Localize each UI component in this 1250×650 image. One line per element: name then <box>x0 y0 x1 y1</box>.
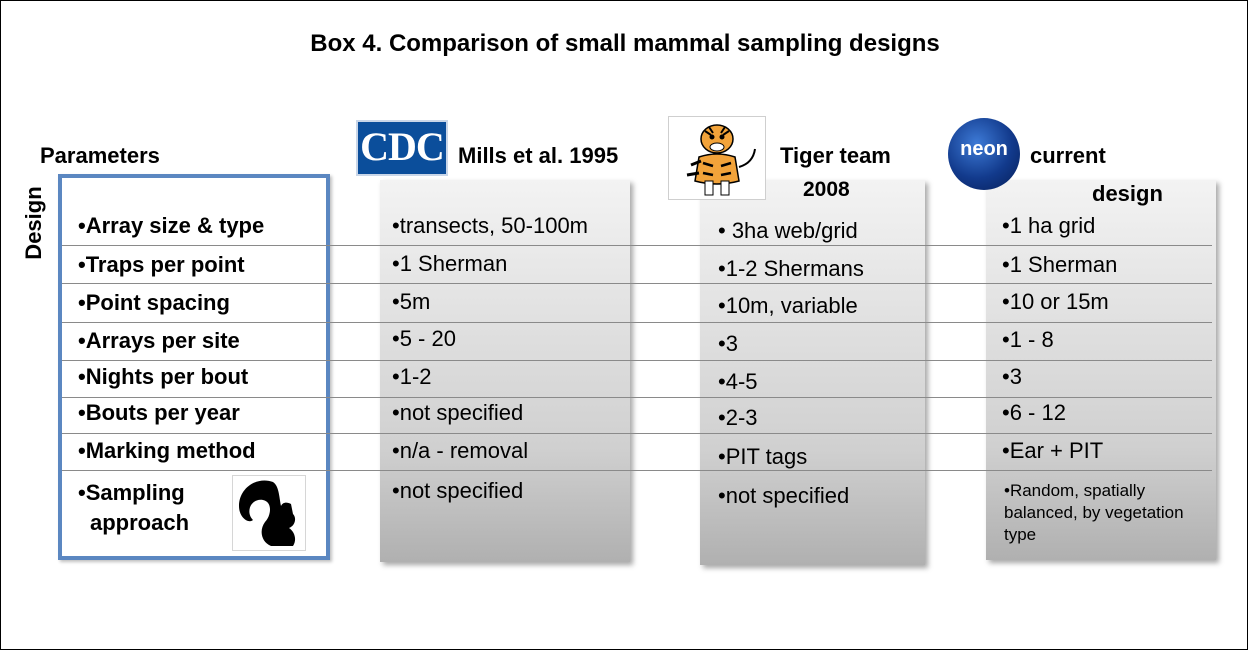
param-approach: approach <box>90 510 190 535</box>
tiger-marking-method: •PIT tags <box>718 444 808 469</box>
param-nights-per-bout: •Nights per bout <box>78 364 249 389</box>
design-label-text: Design <box>21 186 46 260</box>
mills-bouts-per-year: •not specified <box>392 400 524 425</box>
mills-array-size: •transects, 50-100m <box>392 213 589 238</box>
neon-logo-icon: neon <box>948 118 1020 190</box>
tiger-cartoon-drawing <box>686 124 756 196</box>
row-divider <box>62 433 1212 434</box>
mills-point-spacing: •5m <box>392 289 431 314</box>
tiger-point-spacing: •10m, variable <box>718 293 858 318</box>
neon-logo-text: neon <box>960 138 1008 160</box>
cdc-logo-text: CDC <box>360 124 445 169</box>
tiger-team-header-line1: Tiger team <box>780 143 891 168</box>
squirrel-drawing <box>239 480 296 546</box>
row-divider <box>62 283 1212 284</box>
neon-point-spacing: •10 or 15m <box>1002 289 1109 314</box>
mills-nights-per-bout: •1-2 <box>392 364 432 389</box>
tiger-traps-per-point: •1-2 Shermans <box>718 256 864 281</box>
neon-marking-method: •Ear + PIT <box>1002 438 1104 463</box>
tiger-cartoon-icon <box>668 116 766 200</box>
tiger-arrays-per-site: •3 <box>718 331 738 356</box>
neon-array-size: •1 ha grid <box>1002 213 1096 238</box>
cdc-logo-icon: CDC <box>356 120 448 176</box>
mills-header: Mills et al. 1995 <box>458 143 619 168</box>
neon-nights-per-bout: •3 <box>1002 364 1022 389</box>
param-sampling: •Sampling <box>78 480 185 505</box>
row-divider <box>62 360 1212 361</box>
tiger-team-header-line2: 2008 <box>803 178 850 201</box>
tiger-bouts-per-year: •2-3 <box>718 405 758 430</box>
parameters-heading: Parameters <box>40 143 160 168</box>
mills-arrays-per-site: •5 - 20 <box>392 326 456 351</box>
row-divider <box>62 470 1212 471</box>
tiger-sampling-approach: •not specified <box>718 483 850 508</box>
row-divider <box>62 245 1212 246</box>
mills-sampling-approach: •not specified <box>392 478 524 503</box>
tiger-nights-per-bout: •4-5 <box>718 369 758 394</box>
param-bouts-per-year: •Bouts per year <box>78 400 240 425</box>
neon-arrays-per-site: •1 - 8 <box>1002 327 1054 352</box>
box-title: Box 4. Comparison of small mammal sampli… <box>310 30 940 57</box>
neon-header-line1: current <box>1030 143 1106 168</box>
param-marking-method: •Marking method <box>78 438 256 463</box>
row-divider <box>62 397 1212 398</box>
neon-bouts-per-year: •6 - 12 <box>1002 400 1066 425</box>
neon-header-line2: design <box>1092 181 1163 206</box>
squirrel-silhouette-icon <box>232 475 306 551</box>
row-divider <box>62 322 1212 323</box>
mills-marking-method: •n/a - removal <box>392 438 529 463</box>
tiger-array-size: • 3ha web/grid <box>718 218 858 243</box>
mills-column <box>380 180 630 562</box>
tiger-team-column <box>700 180 925 565</box>
param-point-spacing: •Point spacing <box>78 290 230 315</box>
param-array-size: •Array size & type <box>78 213 265 238</box>
neon-traps-per-point: •1 Sherman <box>1002 252 1118 277</box>
param-arrays-per-site: •Arrays per site <box>78 328 240 353</box>
mills-traps-per-point: •1 Sherman <box>392 251 508 276</box>
design-label: Design <box>18 168 50 278</box>
neon-column <box>986 180 1216 560</box>
param-traps-per-point: •Traps per point <box>78 252 245 277</box>
neon-sampling-approach: •Random, spatially balanced, by vegetati… <box>1004 481 1184 544</box>
